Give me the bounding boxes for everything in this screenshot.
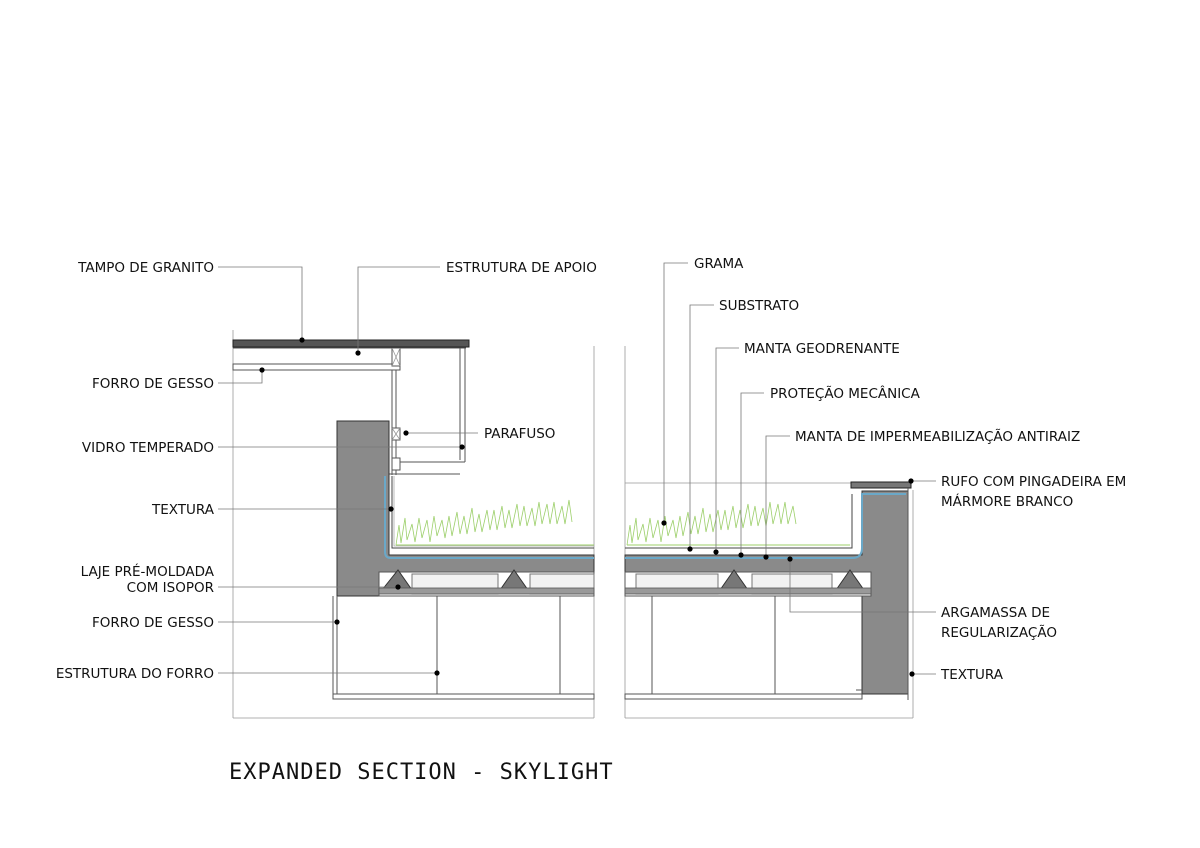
- leader-dots: [259, 337, 915, 677]
- waterproofing-left: [384, 476, 594, 559]
- label-argamassa-line2: REGULARIZAÇÃO: [941, 624, 1057, 641]
- label-manta-impermeabilizacao: MANTA DE IMPERMEABILIZAÇÃO ANTIRAIZ: [795, 428, 1080, 445]
- label-textura-left: TEXTURA: [151, 502, 215, 518]
- grass-right: [626, 501, 797, 546]
- waterproofing-right: [625, 493, 906, 559]
- label-textura-right: TEXTURA: [940, 667, 1004, 683]
- label-laje-line1: LAJE PRÉ-MOLDADA: [81, 563, 215, 580]
- plaster-ceiling-bottom: [332, 693, 595, 700]
- label-parafuso: PARAFUSO: [484, 426, 555, 442]
- label-laje-line2: COM ISOPOR: [127, 580, 214, 596]
- label-protecao-mecanica: PROTEÇÃO MECÂNICA: [770, 384, 921, 402]
- label-forro-de-gesso-bottom: FORRO DE GESSO: [92, 615, 214, 631]
- label-argamassa-line1: ARGAMASSA DE: [941, 605, 1050, 621]
- label-rufo-line1: RUFO COM PINGADEIRA EM: [941, 474, 1126, 490]
- granite-top: [232, 339, 470, 348]
- labels: TAMPO DE GRANITO ESTRUTURA DE APOIO FORR…: [56, 256, 1126, 683]
- label-tampo-de-granito: TAMPO DE GRANITO: [77, 260, 214, 276]
- label-grama: GRAMA: [694, 256, 744, 272]
- label-estrutura-do-forro: ESTRUTURA DO FORRO: [56, 666, 214, 682]
- label-estrutura-de-apoio: ESTRUTURA DE APOIO: [446, 260, 597, 276]
- plaster-ceiling-top: [232, 363, 401, 371]
- right-section: [624, 346, 914, 719]
- grass-left: [395, 499, 573, 546]
- drawing-title: EXPANDED SECTION - SKYLIGHT: [229, 760, 614, 785]
- label-rufo-line2: MÁRMORE BRANCO: [941, 493, 1073, 510]
- label-forro-de-gesso-top: FORRO DE GESSO: [92, 376, 214, 392]
- marble-coping: [850, 481, 912, 489]
- leaders: [218, 262, 936, 675]
- label-substrato: SUBSTRATO: [719, 298, 799, 314]
- left-section: [232, 330, 595, 719]
- label-vidro-temperado: VIDRO TEMPERADO: [82, 440, 214, 456]
- label-manta-geodrenante: MANTA GEODRENANTE: [744, 341, 900, 357]
